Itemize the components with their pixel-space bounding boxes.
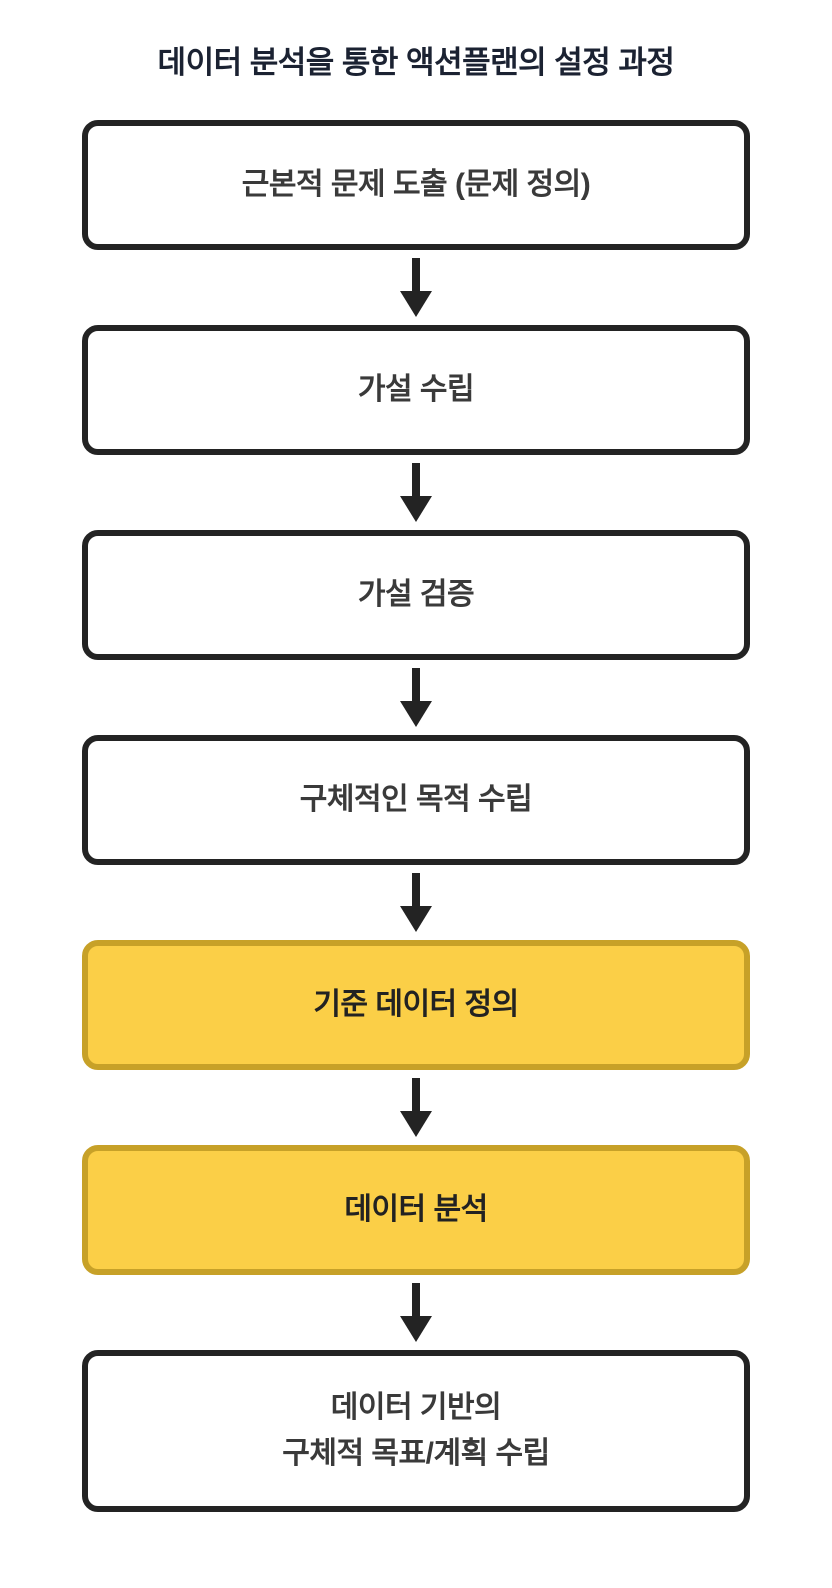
arrow-shaft (412, 463, 420, 496)
flow-step-label: 데이터 분석 (344, 1193, 488, 1226)
arrow-head (400, 1111, 432, 1137)
flow-step-specific-goal: 구체적인 목적 수립 (82, 735, 750, 865)
arrow-shaft (412, 873, 420, 906)
arrow-head (400, 496, 432, 522)
arrow-head (400, 291, 432, 317)
arrow-down-icon (82, 1070, 750, 1145)
flow-step-label: 가설 수립 (357, 373, 475, 406)
flow-step-hypothesis-verification: 가설 검증 (82, 530, 750, 660)
arrow-shaft (412, 258, 420, 291)
arrow-down-icon (82, 1275, 750, 1350)
flow-step-label: 근본적 문제 도출 (문제 정의) (241, 168, 591, 201)
arrow-shaft (412, 1078, 420, 1111)
arrow-shaft (412, 1283, 420, 1316)
flow-step-label-line1: 데이터 기반의 (330, 1391, 502, 1424)
flow-step-label-line2: 구체적 목표/계획 수립 (282, 1437, 550, 1470)
arrow-head (400, 1316, 432, 1342)
arrow-shaft (412, 668, 420, 701)
arrow-down-icon (82, 455, 750, 530)
flow-step-label: 기준 데이터 정의 (313, 988, 519, 1021)
flow-step-problem-definition: 근본적 문제 도출 (문제 정의) (82, 120, 750, 250)
arrow-head (400, 701, 432, 727)
arrow-head (400, 906, 432, 932)
flow-step-label: 구체적인 목적 수립 (299, 783, 533, 816)
arrow-down-icon (82, 660, 750, 735)
flow-step-data-driven-plan: 데이터 기반의 구체적 목표/계획 수립 (82, 1350, 750, 1512)
flow-step-hypothesis-setup: 가설 수립 (82, 325, 750, 455)
flow-step-baseline-data-definition: 기준 데이터 정의 (82, 940, 750, 1070)
flowchart: 근본적 문제 도출 (문제 정의) 가설 수립 가설 검증 구체적인 목적 수립 (82, 120, 750, 1512)
arrow-down-icon (82, 865, 750, 940)
arrow-down-icon (82, 250, 750, 325)
flow-step-label: 가설 검증 (357, 578, 475, 611)
flow-step-data-analysis: 데이터 분석 (82, 1145, 750, 1275)
diagram-title: 데이터 분석을 통한 액션플랜의 설정 과정 (157, 45, 675, 80)
